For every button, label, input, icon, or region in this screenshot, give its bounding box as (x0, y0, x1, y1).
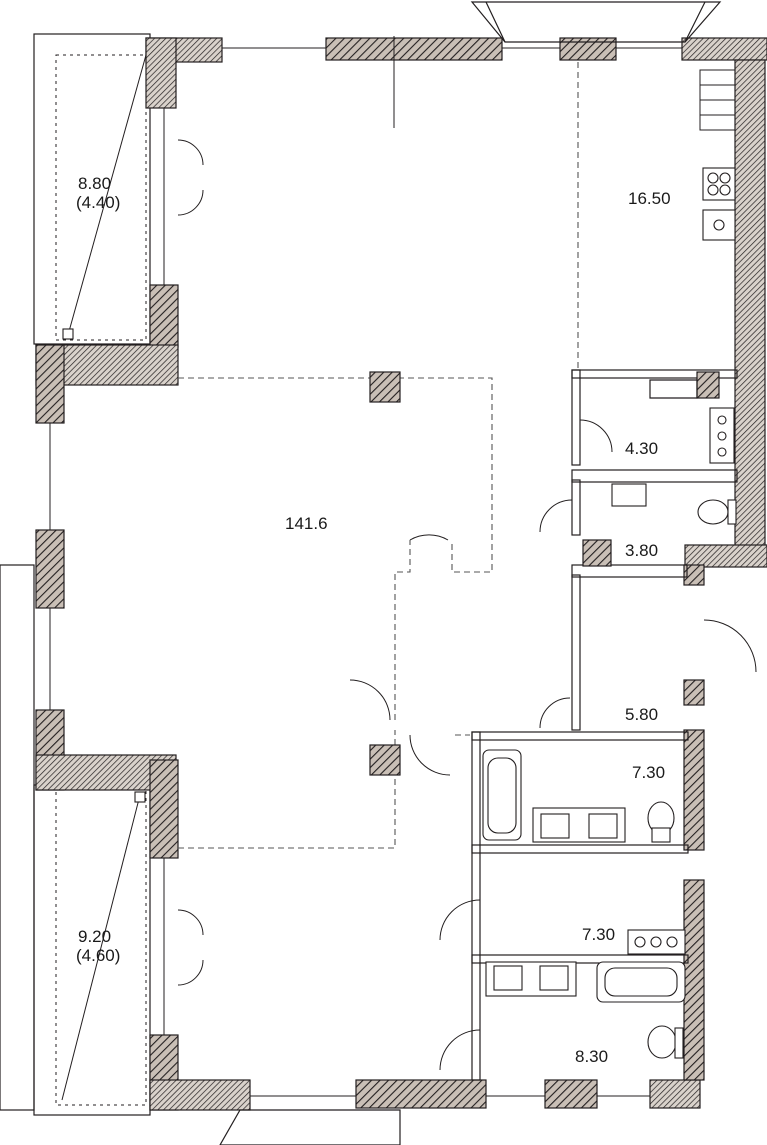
kitchen-area: 16.50 (628, 189, 671, 208)
pantry-area: 4.30 (625, 439, 658, 458)
exterior-walls (35, 1, 767, 1145)
balcony-bottom (0, 564, 151, 1116)
service-rooms (539, 69, 757, 731)
bathroom-1-area: 7.30 (632, 763, 665, 782)
balcony-top (33, 33, 151, 345)
bathroom-2-area: 7.30 (582, 925, 615, 944)
storage-area: 5.80 (625, 705, 658, 724)
wc-area: 3.80 (625, 541, 658, 560)
balcony-bottom-sub-area: (4.60) (76, 946, 120, 965)
balcony-top-area: 8.80 (78, 174, 111, 193)
bathroom-block (439, 731, 689, 1081)
balcony-doors (177, 139, 204, 986)
main-hall-area: 141.6 (285, 514, 328, 533)
balcony-top-sub-area: (4.40) (76, 193, 120, 212)
balcony-bottom-area: 9.20 (78, 927, 111, 946)
bathroom-3-area: 8.30 (575, 1047, 608, 1066)
main-hall (178, 62, 579, 849)
